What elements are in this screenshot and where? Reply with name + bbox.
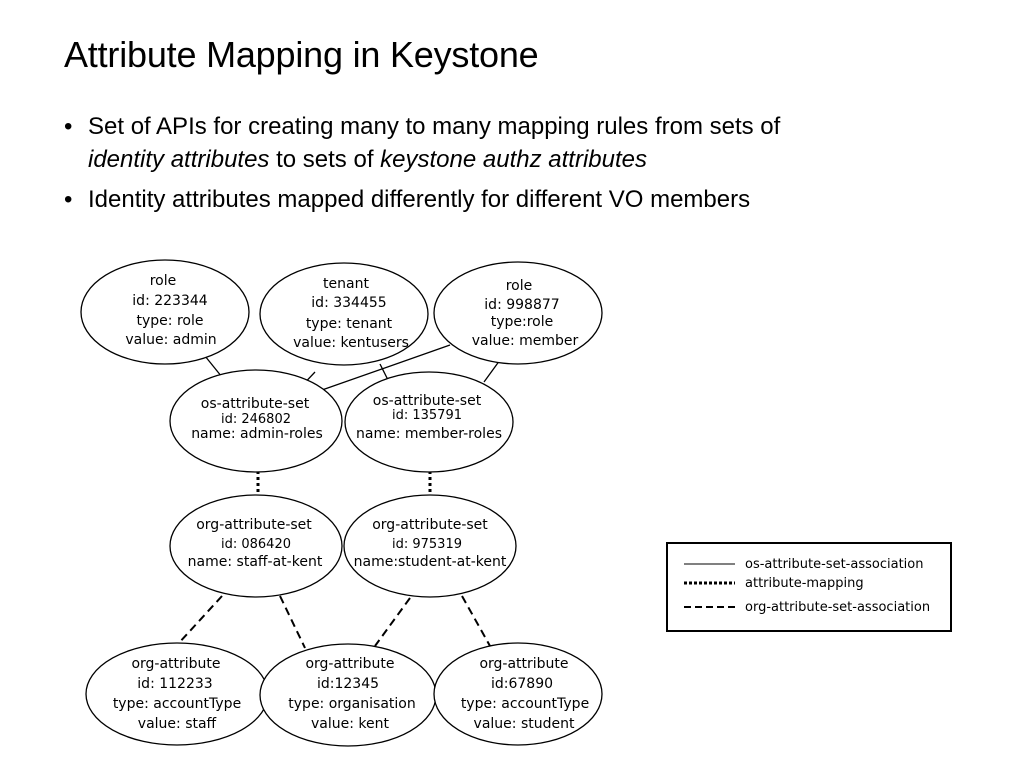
node-org-attribute-student: [433, 642, 603, 746]
node-role-member-label-3: type:role: [491, 314, 554, 330]
node-orgattr-kent-label-3: type: organisation: [288, 696, 415, 712]
edge-orgstaff-orgattrstaff: [177, 595, 223, 645]
identity-attributes-phrase: identity attributes: [88, 146, 270, 173]
legend-dotted-label: attribute-mapping: [745, 576, 864, 591]
node-role-member-label-2: id: 998877: [484, 297, 559, 313]
keystone-authz-phrase: keystone authz attributes: [380, 146, 647, 173]
node-role-member-label-1: role: [506, 278, 533, 294]
legend-box: [666, 542, 952, 632]
node-orgattr-student-label-1: org-attribute: [479, 656, 568, 672]
node-osset-admin-label-1: os-attribute-set: [201, 396, 310, 412]
node-orgset-student-label-3: name:student-at-kent: [354, 554, 507, 570]
node-role-admin-label-2: id: 223344: [132, 293, 207, 309]
edge-orgstudent-orgattrkent: [374, 597, 411, 647]
slide-title: Attribute Mapping in Keystone: [64, 34, 539, 75]
bullet-apis-line1: Set of APIs for creating many to many ma…: [88, 113, 781, 140]
node-orgattr-student-label-4: value: student: [474, 716, 575, 732]
node-osset-member-label-1: os-attribute-set: [373, 393, 482, 409]
node-role-admin-label-3: type: role: [137, 313, 204, 329]
node-role-admin-label-4: value: admin: [125, 332, 216, 348]
node-tenant-label-4: value: kentusers: [293, 335, 409, 351]
node-orgattr-staff-label-3: type: accountType: [113, 696, 241, 712]
node-orgset-student-label-2: id: 975319: [392, 537, 462, 552]
legend: os-attribute-set-association attribute-m…: [666, 542, 952, 632]
node-orgattr-kent-label-4: value: kent: [311, 716, 390, 732]
node-orgattr-staff-label-1: org-attribute: [131, 656, 220, 672]
node-os-attribute-set-admin: [169, 369, 343, 473]
node-role-member-label-4: value: member: [472, 333, 579, 349]
node-osset-member-label-2: id: 135791: [392, 408, 462, 423]
node-tenant-label-3: type: tenant: [306, 316, 393, 332]
bullet-dot: •: [64, 186, 73, 213]
node-role-admin-label-1: role: [150, 273, 177, 289]
node-os-attribute-set-member: [344, 371, 514, 473]
legend-solid-label: os-attribute-set-association: [745, 557, 923, 572]
node-org-attribute-set-student: [343, 494, 517, 598]
node-tenant-label-1: tenant: [323, 276, 369, 292]
node-osset-member-label-3: name: member-roles: [356, 426, 502, 442]
bullet-vo-members-text: Identity attributes mapped differently f…: [88, 186, 751, 213]
node-orgattr-student-label-2: id:67890: [491, 676, 553, 692]
to-sets-of-phrase: to sets of: [269, 146, 381, 173]
node-orgset-staff-label-3: name: staff-at-kent: [188, 554, 323, 570]
node-orgattr-student-label-3: type: accountType: [461, 696, 589, 712]
node-osset-admin-label-3: name: admin-roles: [191, 426, 323, 442]
edge-orgstudent-orgattrstudent: [461, 595, 491, 647]
node-orgattr-kent-label-2: id:12345: [317, 676, 379, 692]
bullet-dot: •: [64, 113, 73, 140]
node-org-attribute-set-staff: [169, 494, 343, 598]
edge-orgstaff-orgattrkent: [279, 595, 306, 649]
node-role-member: [433, 261, 603, 365]
edge-rolemember-ossetmember: [483, 359, 501, 383]
node-orgset-student-label-1: org-attribute-set: [372, 517, 488, 533]
node-orgattr-kent-label-1: org-attribute: [305, 656, 394, 672]
edge-tenant-ossetmember: [379, 363, 389, 381]
legend-dashed-label: org-attribute-set-association: [745, 600, 930, 615]
node-orgset-staff-label-1: org-attribute-set: [196, 517, 312, 533]
node-orgset-staff-label-2: id: 086420: [221, 537, 291, 552]
node-orgattr-staff-label-2: id: 112233: [137, 676, 212, 692]
edge-rolemember-ossetadmin: [321, 344, 451, 391]
node-orgattr-staff-label-4: value: staff: [138, 716, 217, 732]
node-tenant-label-2: id: 334455: [311, 295, 386, 311]
bullet-apis-line2: identity attributes to sets of keystone …: [88, 143, 647, 176]
node-role-admin: [80, 259, 250, 365]
node-osset-admin-label-2: id: 246802: [221, 412, 291, 427]
node-tenant-kentusers: [259, 262, 429, 366]
